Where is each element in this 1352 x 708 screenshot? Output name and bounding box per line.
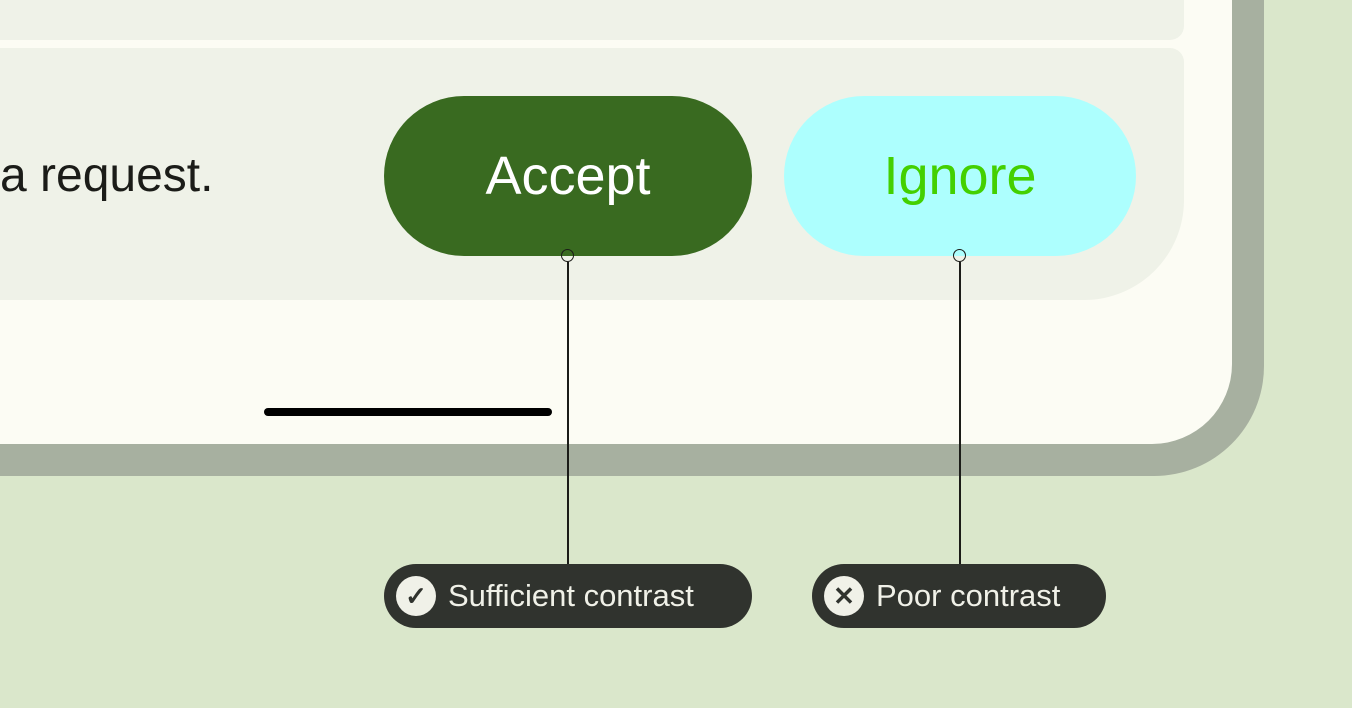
close-icon: ✕ xyxy=(824,576,864,616)
annotation-dot-ignore xyxy=(953,249,966,262)
gesture-handle[interactable] xyxy=(264,408,552,416)
accept-button[interactable]: Accept xyxy=(384,96,752,256)
poor-contrast-text: Poor contrast xyxy=(876,578,1061,613)
ignore-button[interactable]: Ignore xyxy=(784,96,1136,256)
sufficient-contrast-label: ✓ Sufficient contrast xyxy=(384,564,752,628)
request-message: a request. xyxy=(0,149,214,202)
annotation-line-accept xyxy=(567,262,569,564)
annotation-line-ignore xyxy=(959,262,961,564)
check-icon: ✓ xyxy=(396,576,436,616)
sufficient-contrast-text: Sufficient contrast xyxy=(448,578,694,613)
annotation-dot-accept xyxy=(561,249,574,262)
top-card xyxy=(0,0,1184,40)
poor-contrast-label: ✕ Poor contrast xyxy=(812,564,1106,628)
